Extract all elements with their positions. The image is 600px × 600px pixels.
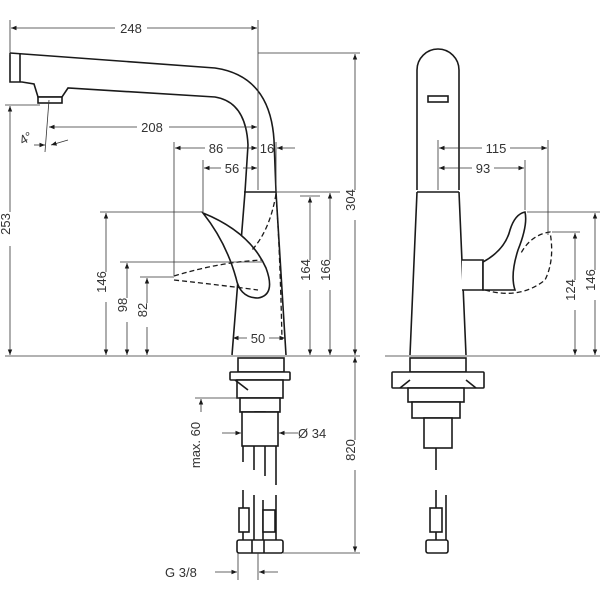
front-view: 115 93 124 146 bbox=[385, 48, 600, 554]
mount-detail bbox=[399, 379, 411, 389]
aerator bbox=[37, 96, 63, 104]
mount-plate-front bbox=[391, 371, 485, 389]
dim-label-166: 166 bbox=[318, 259, 333, 281]
handle-hub-front bbox=[462, 259, 484, 291]
dim-label-164: 164 bbox=[298, 259, 313, 281]
hoses-upper bbox=[242, 446, 277, 485]
spout-inner bbox=[9, 53, 249, 193]
dim-label-diameter-34: Ø 34 bbox=[298, 426, 326, 441]
label-bg bbox=[587, 270, 600, 300]
dim-label-146: 146 bbox=[94, 271, 109, 293]
mount-nut bbox=[239, 397, 281, 413]
label-bg bbox=[472, 160, 494, 176]
dim-label-50: 50 bbox=[251, 331, 265, 346]
dim-label-angle: 4° bbox=[17, 128, 35, 147]
mount-body bbox=[236, 379, 284, 399]
handle bbox=[200, 211, 271, 299]
mount-detail bbox=[465, 379, 477, 389]
spout-front bbox=[416, 48, 460, 190]
dim-label-820: 820 bbox=[343, 439, 358, 461]
label-bg bbox=[2, 212, 18, 246]
dim-label-208: 208 bbox=[141, 120, 163, 135]
hose-connector-front bbox=[425, 539, 449, 554]
hose-fitting-left bbox=[238, 507, 250, 533]
label-bg bbox=[98, 272, 114, 302]
label-bg bbox=[247, 330, 269, 346]
dim-label-124: 124 bbox=[563, 279, 578, 301]
mount-body-front bbox=[407, 387, 465, 403]
hose-fitting-right bbox=[262, 509, 276, 533]
label-bg bbox=[205, 140, 227, 156]
hose-connector-nuts bbox=[236, 539, 284, 554]
label-bg bbox=[482, 140, 510, 156]
label-bg bbox=[115, 20, 147, 36]
mount-plate bbox=[229, 371, 291, 381]
handle-front-open-outline bbox=[484, 231, 553, 294]
dim-label-248: 248 bbox=[120, 21, 142, 36]
mount-upper-front bbox=[409, 357, 467, 373]
dim-label-253: 253 bbox=[0, 213, 13, 235]
label-bg bbox=[139, 303, 155, 327]
dim-label-98: 98 bbox=[115, 298, 130, 312]
label-bg bbox=[221, 160, 243, 176]
dim-label-16: 16 bbox=[260, 141, 274, 156]
aerator-front bbox=[427, 95, 449, 103]
body-front bbox=[409, 191, 467, 356]
dim-label-56: 56 bbox=[225, 161, 239, 176]
spout-outer bbox=[9, 52, 277, 193]
dim-label-g38: G 3/8 bbox=[165, 565, 197, 580]
label-bg bbox=[322, 260, 338, 290]
ext-line bbox=[44, 99, 50, 153]
hose-fitting-front bbox=[429, 507, 443, 533]
threaded-tube bbox=[241, 411, 279, 447]
dim-label-93: 93 bbox=[476, 161, 490, 176]
handle-open-outline-4 bbox=[275, 193, 283, 341]
mount-detail bbox=[234, 379, 249, 391]
dim-label-max-60: max. 60 bbox=[188, 422, 203, 468]
mount-nut-front bbox=[411, 401, 461, 419]
mount-upper bbox=[237, 357, 285, 373]
dim-label-146-front: 146 bbox=[583, 269, 598, 291]
handle-open-outline-3 bbox=[251, 193, 277, 251]
label-bg bbox=[302, 260, 318, 290]
dim-label-86: 86 bbox=[209, 141, 223, 156]
handle-front bbox=[482, 211, 527, 291]
dim-label-115: 115 bbox=[486, 141, 507, 156]
label-bg bbox=[137, 119, 169, 135]
side-view: 248 208 4° 86 16 56 253 bbox=[0, 20, 363, 580]
threaded-tube-front bbox=[423, 417, 453, 449]
handle-open-outline bbox=[173, 259, 263, 277]
label-bg bbox=[119, 298, 135, 322]
handle-open-outline-2 bbox=[173, 279, 259, 291]
label-bg bbox=[347, 440, 363, 470]
dim-arrow bbox=[50, 139, 69, 146]
label-bg bbox=[347, 190, 363, 220]
label-bg bbox=[567, 280, 583, 310]
dim-label-82: 82 bbox=[135, 303, 150, 317]
dim-label-304: 304 bbox=[343, 189, 358, 211]
